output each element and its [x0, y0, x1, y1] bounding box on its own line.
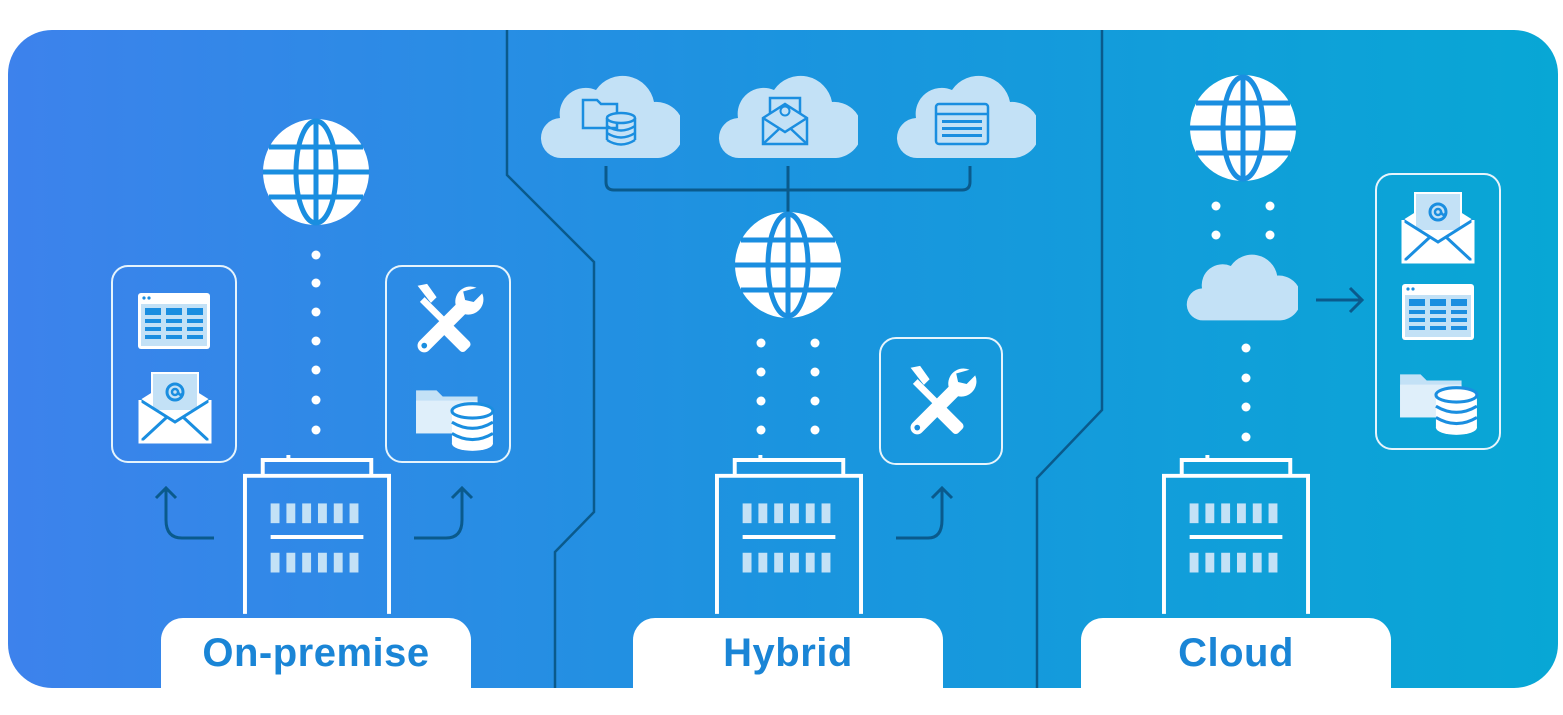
globe-icon [735, 212, 841, 318]
dotted-connector [1241, 343, 1251, 442]
diagram-background [8, 30, 1558, 688]
globe-icon [263, 119, 369, 225]
hybrid-label-box: Hybrid [633, 618, 943, 688]
hybrid-section [540, 75, 1036, 615]
cloud-icon [896, 75, 1036, 159]
dotted-connector [1211, 201, 1275, 240]
globe-icon [1190, 75, 1296, 181]
browser-window-icon [1402, 284, 1474, 340]
cloud-label-box: Cloud [1081, 618, 1391, 688]
hybrid-label: Hybrid [723, 630, 853, 675]
cloud-icon [718, 75, 858, 159]
browser-window-icon [138, 293, 210, 349]
cloud-section [1162, 75, 1501, 615]
arrow-icon [154, 485, 214, 540]
on-premise-label-box: On-premise [161, 618, 471, 688]
divider-left [505, 30, 596, 688]
tools-panel [385, 265, 511, 463]
cloud-icon [540, 75, 680, 159]
cloud-label: Cloud [1178, 630, 1294, 675]
arrow-icon [1316, 286, 1365, 314]
arrow-icon [414, 485, 474, 540]
tools-panel [879, 337, 1003, 465]
on-premise-section [111, 119, 511, 615]
arrow-icon [896, 485, 954, 540]
dotted-connector [756, 338, 820, 435]
dotted-connector [311, 250, 321, 435]
on-premise-label: On-premise [202, 630, 430, 675]
cloud-services-panel [1375, 173, 1501, 450]
cloud-bracket-connector [604, 166, 972, 212]
apps-panel [111, 265, 237, 463]
divider-right [1035, 30, 1104, 688]
